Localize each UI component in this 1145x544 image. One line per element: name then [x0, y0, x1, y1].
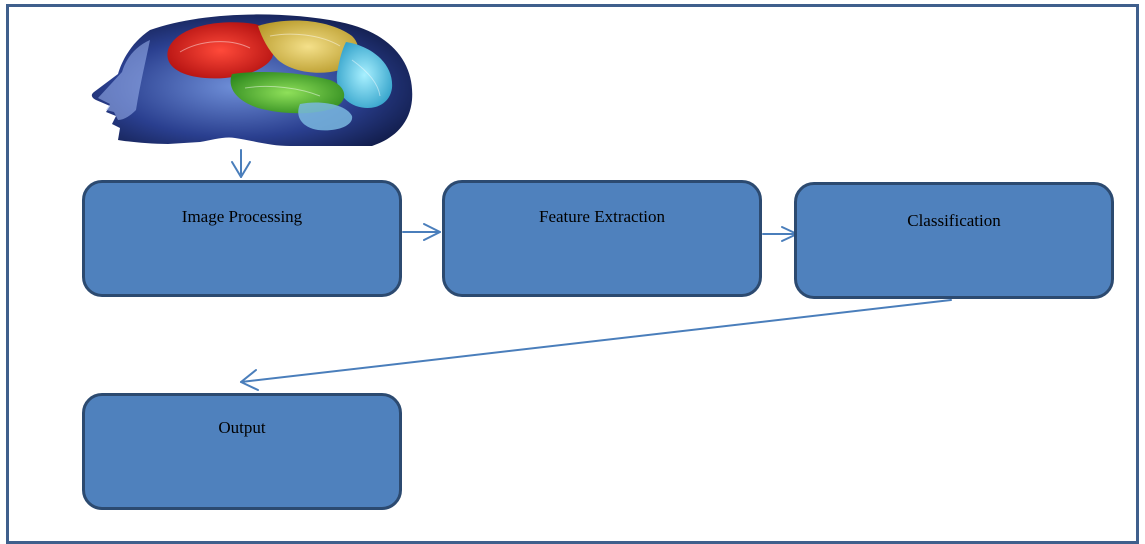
brain-frontal-lobe: [167, 22, 275, 79]
brain-cerebellum: [298, 102, 353, 131]
brain-parietal-lobe: [258, 20, 359, 73]
node-image-processing: Image Processing: [82, 180, 402, 297]
brain-occipital-lobe: [336, 42, 393, 108]
arrow-processing-to-feature: [402, 223, 441, 241]
node-label: Image Processing: [181, 207, 303, 226]
node-label: Feature Extraction: [538, 207, 666, 226]
arrow-classification-to-output: [240, 299, 952, 391]
node-output: Output: [82, 393, 402, 510]
node-classification: Classification: [794, 182, 1114, 299]
face-highlight: [98, 40, 150, 120]
brain-head-image: [91, 14, 413, 146]
arrow-feature-to-classification: [762, 226, 798, 242]
node-label: Output: [218, 418, 266, 437]
node-label: Classification: [907, 211, 1001, 230]
node-feature-extraction: Feature Extraction: [442, 180, 762, 297]
arrow-image-to-processing: [231, 149, 251, 178]
